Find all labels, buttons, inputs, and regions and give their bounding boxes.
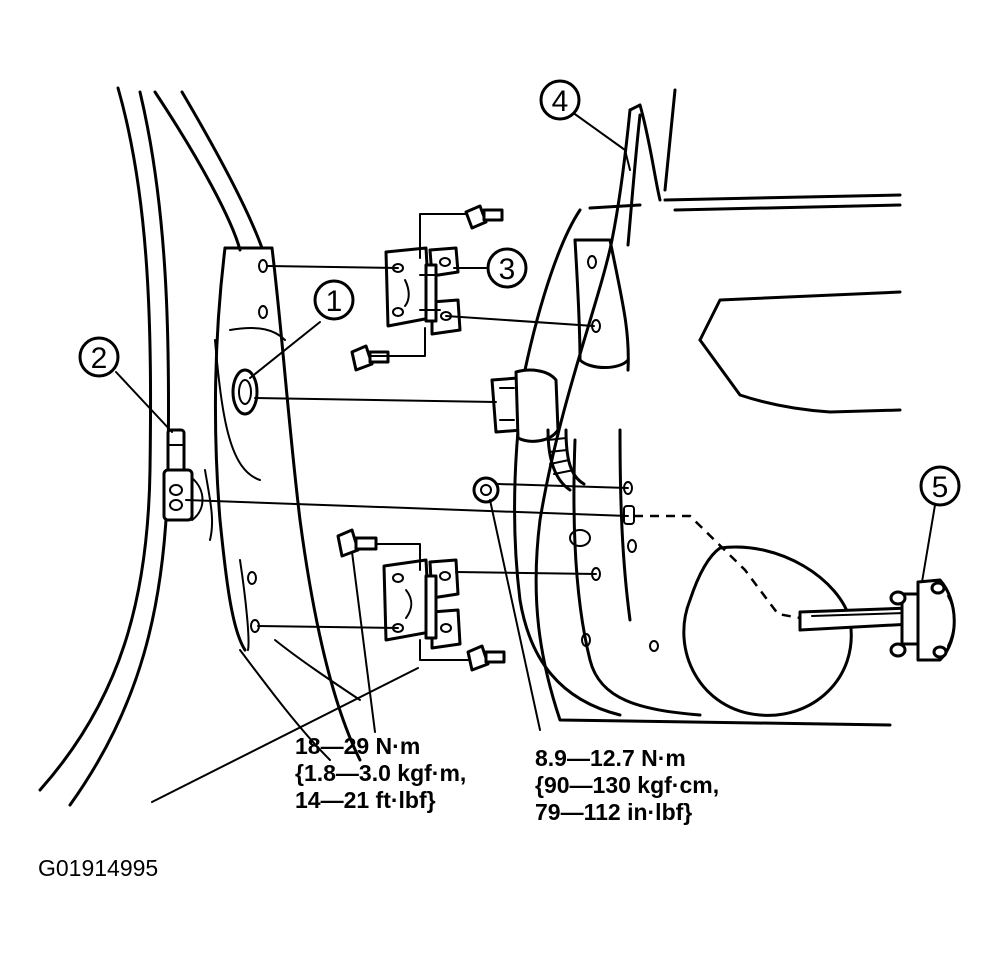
callout-5-label: 5 <box>932 471 949 504</box>
door-check-bracket <box>162 428 204 522</box>
checker-torque-line-2: {90—130 kgf·cm, <box>535 772 720 798</box>
callout-5: 5 <box>919 465 961 507</box>
callout-1-label: 1 <box>326 285 343 318</box>
harness-grommet-body <box>231 368 259 416</box>
callout-3: 3 <box>486 247 528 289</box>
callout-3-label: 3 <box>499 253 516 286</box>
door-checker <box>798 578 956 662</box>
hinge-torque-line-1: 18—29 N·m <box>295 733 421 759</box>
checker-torque-line-1: 8.9—12.7 N·m <box>535 745 686 771</box>
door-panel <box>513 88 902 727</box>
callout-1: 1 <box>313 279 355 321</box>
figure-code: G01914995 <box>38 855 159 881</box>
lower-hinge <box>382 558 462 650</box>
hinge-torque-line-3: 14—21 ft·lbf} <box>295 787 436 813</box>
callout-2: 2 <box>78 336 120 378</box>
checker-torque-line-3: 79—112 in·lbf} <box>535 799 693 825</box>
leader-lines <box>115 111 936 803</box>
callout-4: 4 <box>539 79 581 121</box>
checker-bolt-torque-spec: 8.9—12.7 N·m {90—130 kgf·cm, 79—112 in·l… <box>535 745 719 826</box>
body-pillar <box>38 86 362 807</box>
alignment-lines <box>185 213 801 661</box>
door-harness-connector <box>490 368 586 492</box>
callout-4-label: 4 <box>552 85 569 118</box>
hinge-torque-line-2: {1.8—3.0 kgf·m, <box>295 760 467 786</box>
speaker-opening <box>682 545 853 717</box>
hinge-bolts <box>336 204 506 672</box>
callout-2-label: 2 <box>91 342 108 375</box>
hinge-bolt-torque-spec: 18—29 N·m {1.8—3.0 kgf·m, 14—21 ft·lbf} <box>295 733 466 814</box>
upper-hinge <box>384 246 462 336</box>
